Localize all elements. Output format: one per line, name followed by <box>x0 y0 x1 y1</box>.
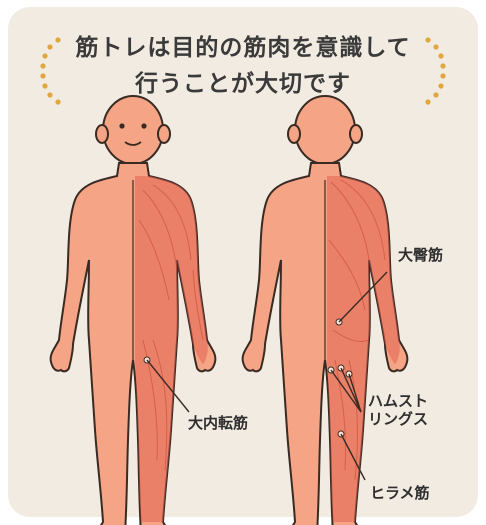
back-figure <box>243 96 408 525</box>
label-hamstrings-line-2: リングス <box>368 410 428 428</box>
label-adductor: 大内転筋 <box>188 414 248 432</box>
label-hamstrings-line-1: ハムスト <box>368 392 428 410</box>
label-soleus: ヒラメ筋 <box>370 484 430 502</box>
label-hamstrings: ハムスト リングス <box>368 392 428 428</box>
front-figure <box>51 96 216 525</box>
label-gluteus: 大臀筋 <box>398 246 443 264</box>
